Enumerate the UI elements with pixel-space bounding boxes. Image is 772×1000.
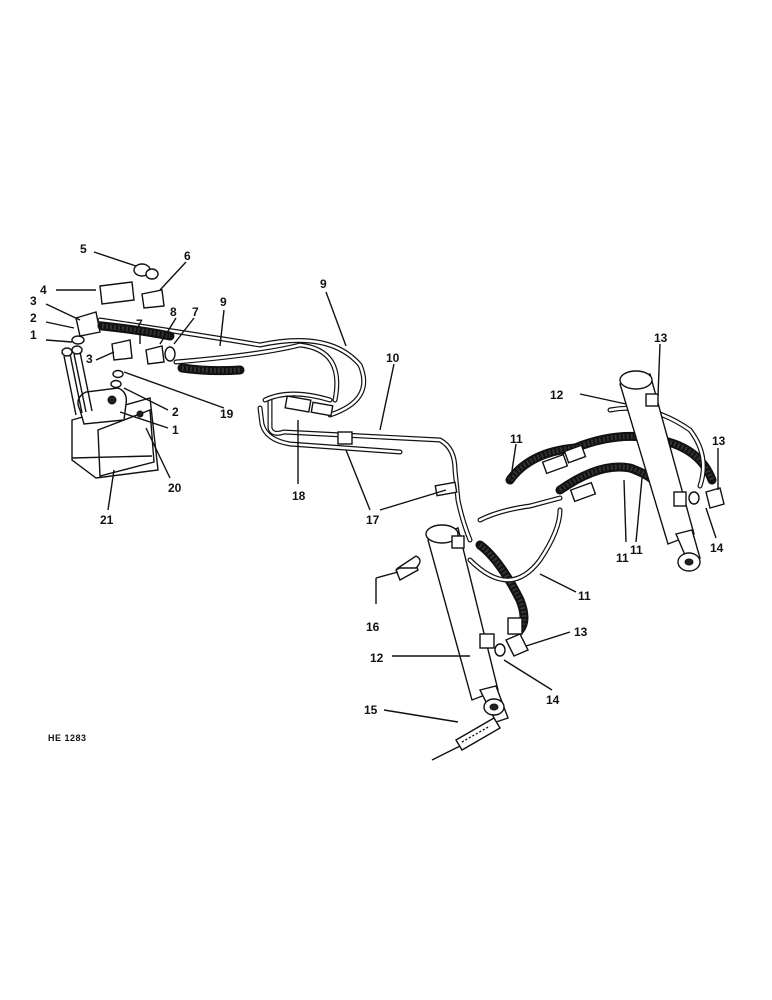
callout-21: 21 <box>100 513 114 527</box>
callout-9: 9 <box>320 277 327 291</box>
callout-11: 11 <box>510 432 523 446</box>
callout-1: 1 <box>172 423 179 437</box>
callout-18: 18 <box>292 489 306 503</box>
callout-1: 1 <box>30 328 37 342</box>
callout-3: 3 <box>30 294 37 308</box>
callout-9: 9 <box>220 295 227 309</box>
callout-7: 7 <box>136 317 143 331</box>
callout-10: 10 <box>386 351 400 365</box>
callout-14: 14 <box>546 693 560 707</box>
callout-13: 13 <box>712 434 726 448</box>
callout-14: 14 <box>710 541 724 555</box>
hose-9 <box>97 317 367 418</box>
callout-19: 19 <box>220 407 234 421</box>
callout-12: 12 <box>370 651 384 665</box>
callout-20: 20 <box>168 481 182 495</box>
callout-5: 5 <box>80 242 87 256</box>
callout-2: 2 <box>172 405 179 419</box>
cylinder-left <box>425 524 529 723</box>
callout-15: 15 <box>364 703 378 717</box>
callout-2: 2 <box>30 311 37 325</box>
leader-lines <box>45 251 719 761</box>
callout-6: 6 <box>184 249 191 263</box>
control-valve-assembly <box>61 345 159 479</box>
drawing-code: HE 1283 <box>48 733 87 743</box>
callout-17: 17 <box>366 513 380 527</box>
callout-7: 7 <box>192 305 199 319</box>
callout-8: 8 <box>170 305 177 319</box>
cylinder-right <box>619 370 725 572</box>
callout-13: 13 <box>654 331 668 345</box>
callout-11: 11 <box>616 551 629 565</box>
left-fittings <box>71 263 176 389</box>
callout-13: 13 <box>574 625 588 639</box>
callout-16: 16 <box>366 620 380 634</box>
callout-labels: 1 1 2 2 3 3 4 5 6 7 7 8 9 9 10 11 11 11 … <box>30 242 726 717</box>
callout-3: 3 <box>86 352 93 366</box>
callout-11: 11 <box>630 543 643 557</box>
tube-assembly-10-18 <box>257 391 473 543</box>
callout-11: 11 <box>578 589 591 603</box>
callout-12: 12 <box>550 388 564 402</box>
callout-4: 4 <box>40 283 47 297</box>
